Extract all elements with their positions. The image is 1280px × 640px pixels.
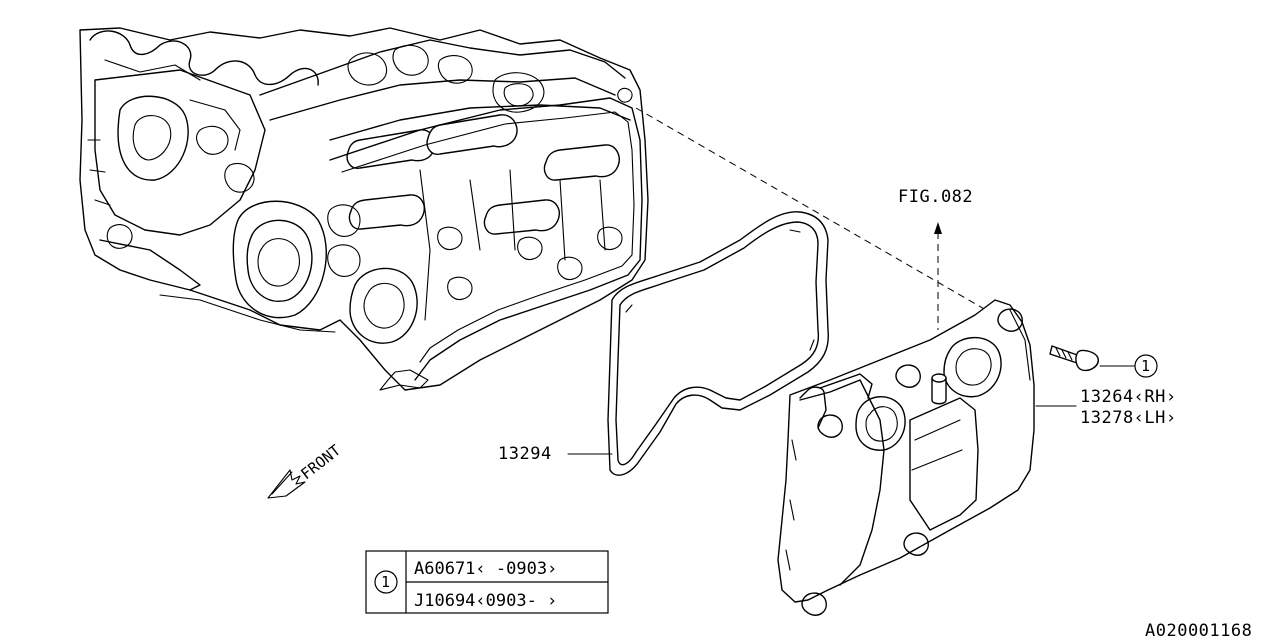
diagram-code: A020001168	[1145, 621, 1252, 640]
cover-bolt	[1049, 345, 1099, 372]
legend-key-number: 1	[381, 573, 390, 591]
engine-block-illustration	[79, 27, 649, 391]
legend-row-1: A60671‹ -0903›	[414, 559, 557, 579]
gasket-label: 13294	[498, 444, 552, 464]
front-direction-label: FRONT	[297, 441, 344, 483]
cover-lh-label: 13278‹LH›	[1080, 408, 1177, 428]
alignment-leader	[635, 107, 1001, 319]
figure-reference: FIG.082	[898, 187, 973, 330]
bolt-callout-number: 1	[1141, 357, 1150, 375]
bolt-callout: 1	[1099, 354, 1158, 378]
figure-reference-label: FIG.082	[898, 187, 973, 207]
cover-rh-label: 13264‹RH›	[1080, 387, 1177, 407]
part-number-legend: 1 A60671‹ -0903› J10694‹0903- ›	[365, 550, 609, 614]
rocker-cover	[777, 299, 1035, 616]
rocker-cover-gasket	[607, 211, 829, 476]
front-direction-arrow: FRONT	[267, 441, 344, 499]
legend-row-2: J10694‹0903- ›	[414, 591, 557, 611]
part-labels: 13264‹RH› 13278‹LH› 13294	[498, 387, 1177, 464]
